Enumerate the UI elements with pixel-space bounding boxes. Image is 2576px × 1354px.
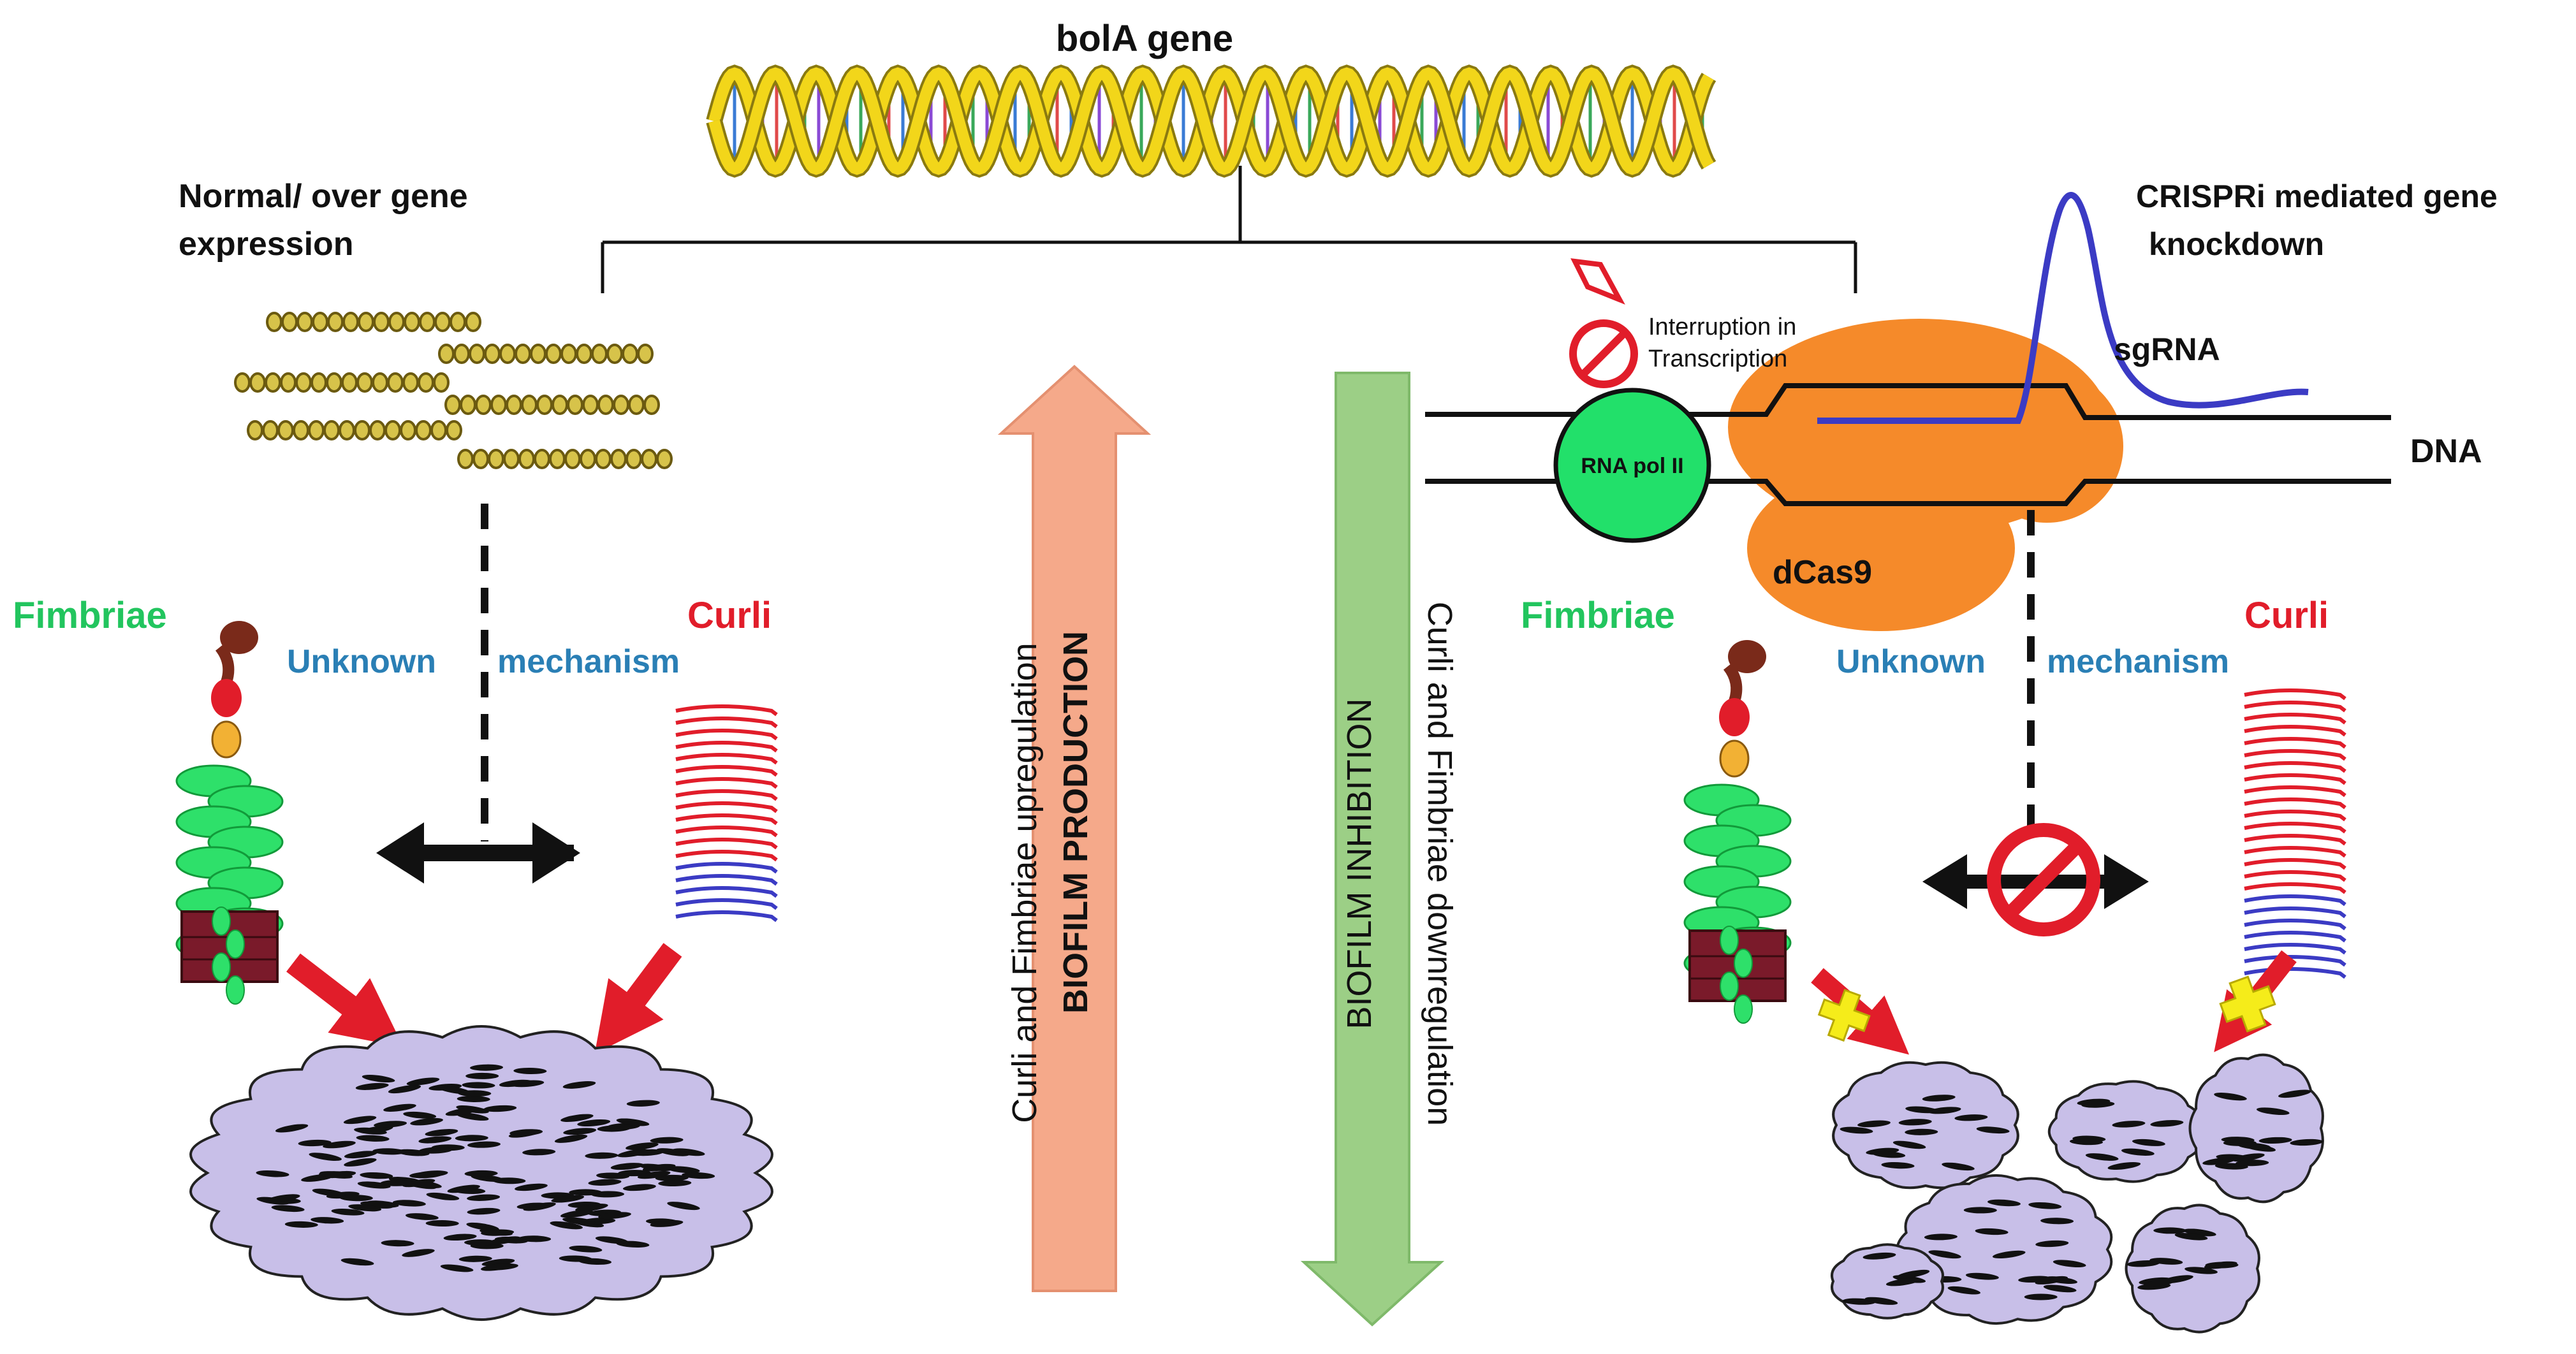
downregulation-text: Curli and Fimbriae downregulation (1421, 602, 1459, 1126)
left-curli-label: Curli (687, 595, 772, 636)
biofilm-inhibition-arrow (1300, 372, 1445, 1327)
left-curli-red-arrow (594, 943, 682, 1054)
interruption-line2: Transcription (1648, 346, 1787, 372)
left-interaction-arrow (376, 822, 580, 884)
sgrna-label: sgRNA (2114, 331, 2220, 367)
right-heading-line2: knockdown (2149, 226, 2324, 262)
left-heading-line2: expression (179, 226, 354, 263)
right-curli-icon (2244, 688, 2346, 979)
sgrna-strand (1817, 192, 2309, 424)
left-fimbriae-red-arrow (286, 953, 404, 1047)
right-mechanism-word2: mechanism (2047, 643, 2229, 680)
left-mechanism-word2: mechanism (497, 643, 680, 680)
biofilm-production-arrow (997, 365, 1152, 1292)
blocked-interaction-icon (1987, 823, 2100, 936)
right-biofilm-fragments-icon (1831, 1053, 2324, 1334)
dna-strands-inner (1671, 383, 2136, 506)
right-fimbriae-label: Fimbriae (1521, 595, 1675, 636)
right-fimbriae-block-cross-icon (1817, 989, 1871, 1042)
right-fimbriae-icon (1683, 640, 1792, 1024)
upregulation-text: Curli and Fimbriae upregulation (1006, 643, 1044, 1123)
interruption-line1: Interruption in (1648, 314, 1796, 340)
left-fimbriae-label: Fimbriae (13, 595, 167, 636)
left-fimbriae-icon (175, 621, 284, 1005)
mrna-transcripts-icon (234, 312, 673, 469)
rna-pol-label: RNA pol II (1581, 454, 1683, 478)
title-bola-gene: bolA gene (1056, 18, 1233, 59)
left-heading-line1: Normal/ over gene (179, 178, 468, 215)
interruption-squiggle (1570, 258, 1625, 305)
dna-label: DNA (2410, 433, 2482, 470)
left-curli-icon (675, 704, 778, 922)
right-curli-block-cross-icon (2219, 975, 2276, 1033)
gene-bracket (601, 166, 1857, 293)
no-transcription-icon (1569, 319, 1638, 388)
biofilm-production-text: BIOFILM PRODUCTION (1057, 631, 1095, 1014)
rna-pol-ii (1553, 388, 1711, 543)
dna-helix-icon (706, 64, 1716, 178)
right-curli-label: Curli (2244, 595, 2329, 636)
right-mechanism-word1: Unknown (1836, 643, 1986, 680)
biofilm-inhibition-text: BIOFILM INHIBITION (1340, 698, 1379, 1029)
dcas9-label: dCas9 (1773, 554, 1872, 591)
left-biofilm-cloud-icon (189, 1025, 773, 1321)
right-heading-line1: CRISPRi mediated gene (2136, 178, 2498, 214)
left-mechanism-word1: Unknown (287, 643, 436, 680)
